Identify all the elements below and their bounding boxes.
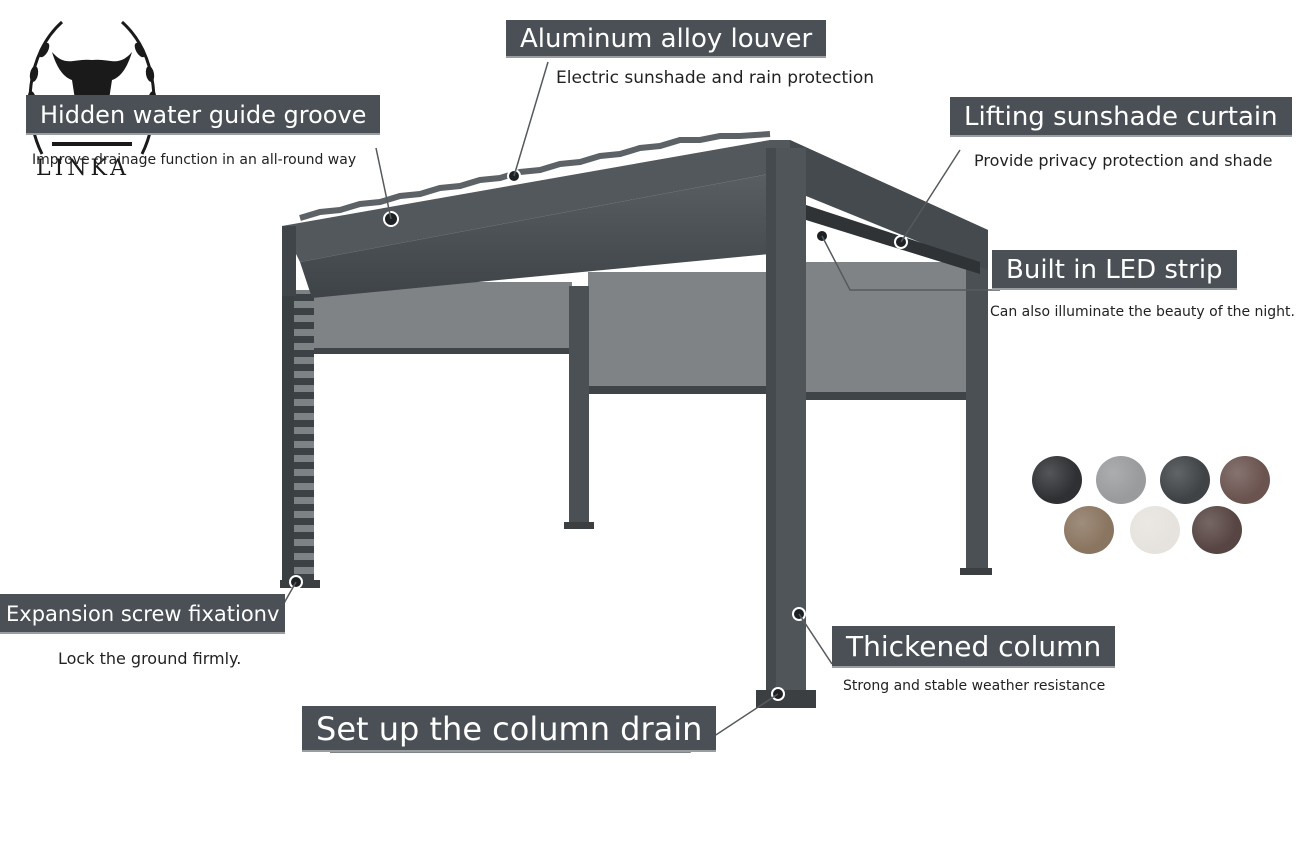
column-title: Thickened column [832, 626, 1116, 668]
louver-subtitle: Electric sunshade and rain protection [556, 68, 875, 88]
color-swatch[interactable] [1096, 456, 1146, 504]
led-title: Built in LED strip [992, 250, 1237, 290]
curtain-subtitle: Provide privacy protection and shade [974, 151, 1273, 170]
left-curtain-stripes [294, 290, 314, 586]
color-swatch[interactable] [1064, 506, 1114, 554]
color-swatch[interactable] [1160, 456, 1210, 504]
front-column-base [756, 690, 816, 708]
column-subtitle: Strong and stable weather resistance [843, 678, 1106, 694]
color-swatch[interactable] [1220, 456, 1270, 504]
led-subtitle: Can also illuminate the beauty of the ni… [990, 304, 1295, 320]
back-curtain-right [588, 272, 766, 390]
screw-subtitle: Lock the ground firmly. [58, 649, 242, 668]
groove-title: Hidden water guide groove [26, 95, 381, 135]
left-column [282, 226, 294, 586]
front-column-shadow [766, 148, 776, 698]
groove-subtitle: Improve drainage function in an all-roun… [32, 152, 357, 168]
screw-title: Expansion screw fixationv [0, 594, 286, 634]
back-rail-left [310, 348, 572, 354]
color-swatch[interactable] [1130, 506, 1180, 554]
front-beam [282, 226, 296, 296]
side-curtain [806, 262, 966, 392]
color-swatch[interactable] [1032, 456, 1082, 504]
right-back-column [966, 262, 988, 572]
right-back-column-base [960, 568, 992, 575]
drain-title: Set up the column drain [302, 706, 717, 752]
louver-ridges [299, 131, 771, 221]
side-rail [806, 392, 966, 400]
back-column [569, 286, 589, 526]
roof-underside [300, 170, 790, 298]
color-swatch[interactable] [1192, 506, 1242, 554]
logo-text: LINKA [36, 156, 130, 181]
curtain-title: Lifting sunshade curtain [950, 97, 1292, 137]
back-rail-right [588, 386, 768, 394]
louver-side-inner [806, 205, 980, 274]
roof-side-beam [790, 140, 988, 270]
back-column-base [564, 522, 594, 529]
louver-title: Aluminum alloy louver [506, 20, 827, 58]
leader-lines [269, 61, 1000, 753]
